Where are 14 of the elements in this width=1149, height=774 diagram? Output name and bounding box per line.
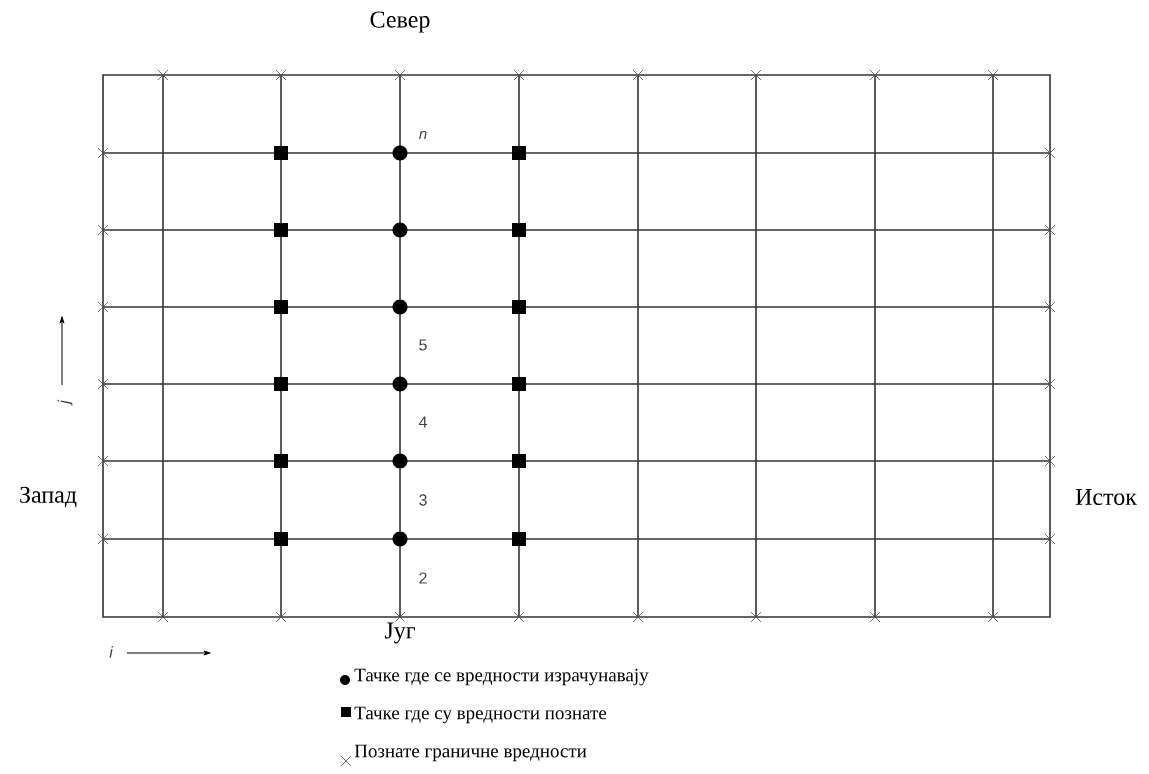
row-index: 3 <box>419 494 427 506</box>
legend-text: Познате граничне вредности <box>354 744 587 762</box>
compass-label: Исток <box>1074 488 1138 506</box>
compass-label: Југ <box>383 621 417 645</box>
compass-label: Запад <box>18 485 79 509</box>
axis-index: j <box>57 399 73 406</box>
row-index: n <box>419 130 427 140</box>
compass-label: Север <box>368 10 432 34</box>
legend-text: Тачке где се вредности израчунавају <box>354 668 649 686</box>
legend-text: Тачке где су вредности познате <box>354 706 607 724</box>
row-index: 2 <box>419 572 427 584</box>
axis-index: i <box>109 646 114 658</box>
row-index: 5 <box>419 339 427 351</box>
row-index: 4 <box>418 416 427 428</box>
